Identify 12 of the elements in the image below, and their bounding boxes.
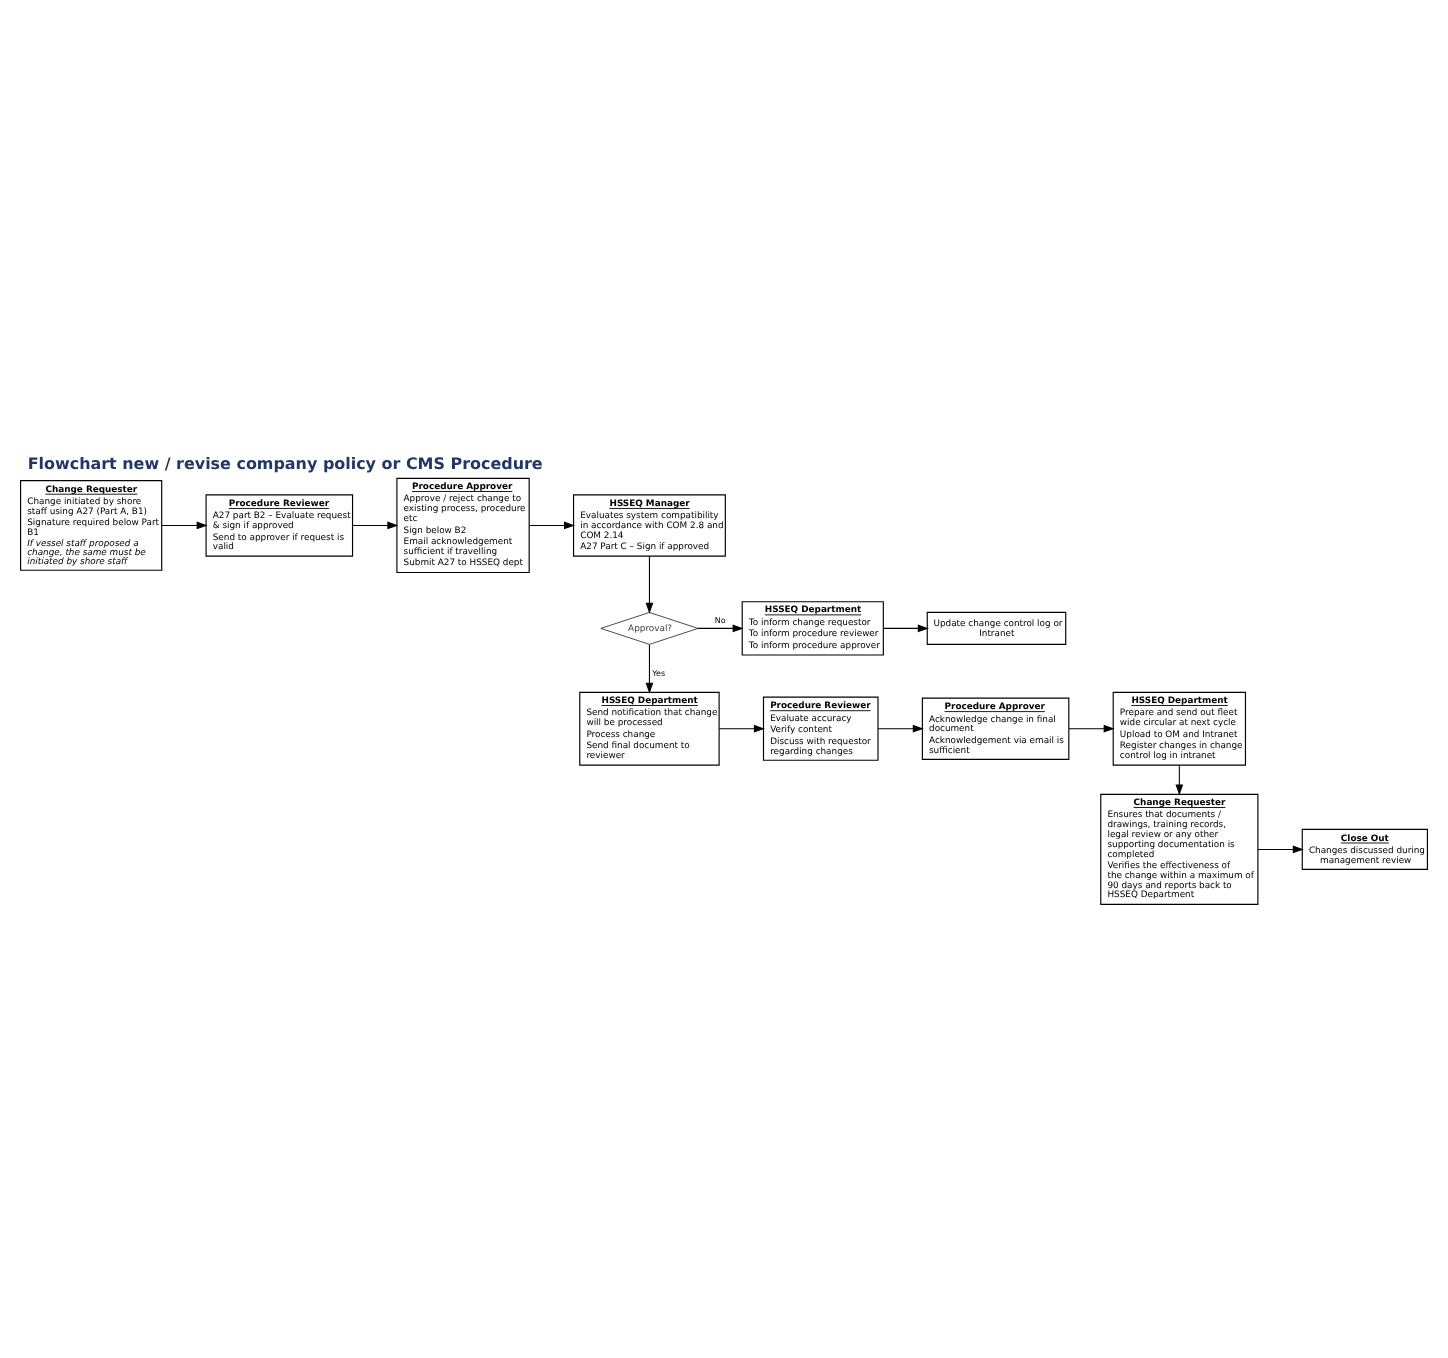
arrow: [161, 521, 208, 530]
arrow: [645, 555, 654, 614]
arrow: [877, 724, 924, 733]
arrow: [528, 521, 576, 530]
arrow: [882, 624, 929, 633]
arrow: [645, 644, 654, 694]
arrow: [1175, 764, 1184, 796]
arrow: [697, 624, 744, 633]
arrow: [1068, 724, 1115, 733]
arrow: [1257, 845, 1304, 854]
arrow: [718, 724, 765, 733]
arrow: [352, 521, 399, 530]
